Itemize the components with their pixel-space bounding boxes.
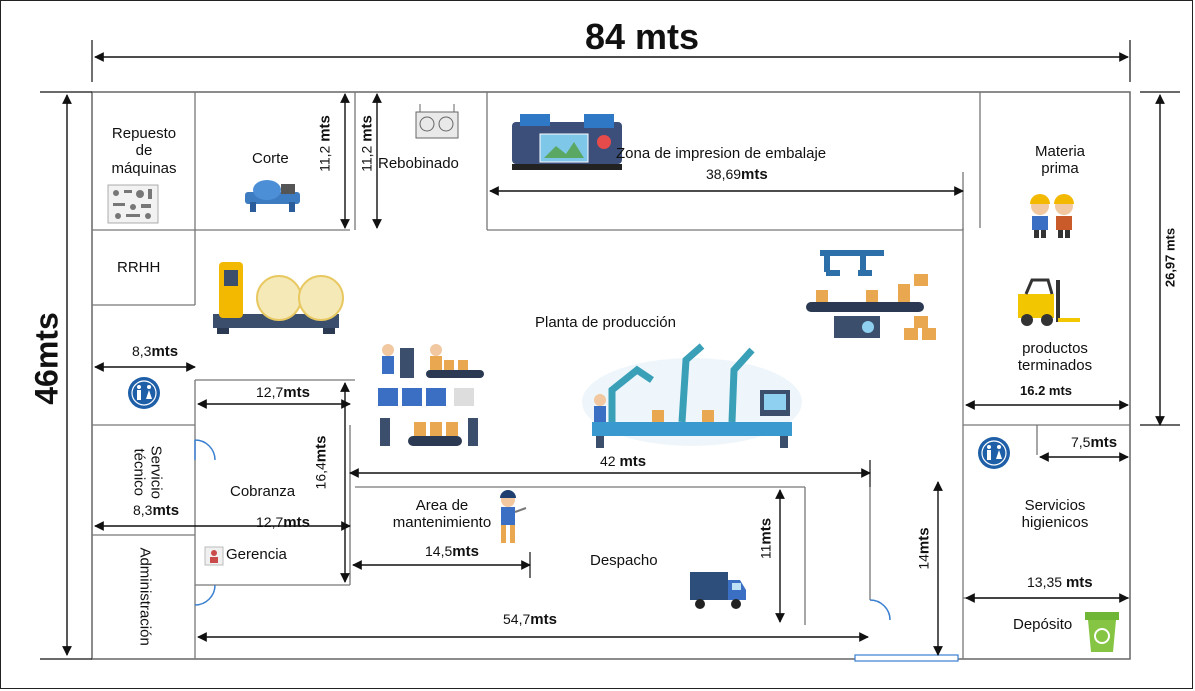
extension-ticks	[40, 40, 1180, 660]
dim-value: 8,3	[132, 343, 152, 359]
dim-banos-w: 12,7mts	[256, 384, 310, 401]
overall-height-label: 46mts	[28, 312, 65, 405]
room-productos: productos terminados	[1017, 340, 1093, 375]
spare-parts-icon	[107, 184, 159, 224]
dimension-arrows	[62, 52, 1165, 656]
dim-unit: mts	[530, 611, 557, 628]
dim-unit: mts	[312, 435, 330, 463]
dim-planta-w: 42 mts	[600, 453, 646, 470]
room-rebobinado: Rebobinado	[378, 155, 459, 172]
wc-icon	[978, 437, 1010, 469]
room-administracion: Administración	[136, 547, 154, 646]
dim-value: 38,69	[706, 166, 742, 182]
dim-unit: mts	[152, 502, 180, 519]
dim-mant-w: 14,5mts	[425, 543, 479, 560]
recycle-bin-icon	[1085, 612, 1119, 652]
dim-value: 14	[915, 554, 932, 570]
dim-corte-h: 11,2 mts	[317, 113, 334, 175]
room-servicios-higienicos: Servicios higienicos	[1021, 497, 1089, 532]
dim-unit: mts	[316, 115, 334, 142]
dim-rrhh-w: 8,3mts	[132, 343, 178, 360]
conveyor-icon	[806, 250, 936, 340]
room-impresion: Zona de impresion de embalaje	[616, 145, 827, 162]
dim-unit: mts	[757, 517, 775, 545]
dim-value: 14,5	[425, 543, 453, 559]
dim-value: 13,35	[1027, 574, 1063, 590]
dim-higienicos-w: 7,5mts	[1071, 434, 1117, 451]
right-height-label: 26,97 mts	[1162, 227, 1178, 288]
building-outline	[91, 91, 1131, 660]
room-cobranza: Cobranza	[230, 483, 296, 500]
door-arcs	[194, 439, 891, 621]
dim-right-h: 14mts	[916, 518, 933, 580]
room-servicio-tecnico: Servicio técnico	[130, 445, 165, 499]
dim-unit: mts	[741, 166, 768, 183]
dim-cobranza-w: 12,7mts	[256, 514, 310, 531]
dim-value: 11,2	[358, 145, 375, 172]
machine-icon	[213, 262, 344, 334]
truck-icon	[690, 572, 746, 609]
dim-despacho-h: 11mts	[758, 508, 775, 570]
cutting-machine-icon	[245, 180, 300, 212]
dim-unit: mts	[619, 453, 647, 470]
room-corte: Corte	[252, 150, 289, 167]
manager-icon	[204, 546, 224, 566]
room-materia-prima: Materia prima	[1034, 143, 1086, 178]
dim-unit: mts	[283, 384, 310, 401]
room-mantenimiento: Area de mantenimiento	[392, 497, 492, 532]
workers-icon	[1030, 194, 1074, 238]
dim-bottom-w: 54,7mts	[503, 611, 557, 628]
process-icon	[378, 344, 484, 446]
dim-productos-w: 16.2 mts	[1020, 383, 1073, 398]
dim-impresion-w: 38,69mts	[706, 166, 768, 183]
dim-value: 42	[600, 453, 616, 469]
dim-value: 54,7	[503, 611, 531, 627]
room-deposito: Depósito	[1013, 616, 1073, 633]
dim-rebobinado-h: 11,2 mts	[359, 113, 376, 175]
dim-cobranza-h: 16,4mts	[313, 432, 330, 494]
room-gerencia: Gerencia	[226, 546, 287, 563]
walls	[92, 92, 1130, 659]
rewinding-machine-icon	[415, 104, 459, 139]
room-rrhh: RRHH	[117, 259, 161, 276]
dim-unit: mts	[1065, 574, 1093, 591]
dim-unit: mts	[151, 343, 179, 360]
dim-servicio-w: 8,3mts	[133, 502, 179, 519]
dim-value: 11,2	[316, 145, 333, 172]
dim-deposito-w: 13,35 mts	[1027, 574, 1093, 591]
dim-value: 12,7	[256, 514, 284, 530]
dim-unit: mts	[358, 115, 376, 142]
printer-icon	[512, 114, 622, 170]
dim-value: 7,5	[1071, 434, 1091, 450]
room-repuesto: Repuesto de máquinas	[111, 125, 177, 177]
dim-value: 12,7	[256, 384, 284, 400]
dim-unit: mts	[283, 514, 310, 531]
dim-value: 16,4	[312, 462, 329, 490]
forklift-icon	[1018, 278, 1080, 326]
exit-door	[854, 654, 959, 662]
dim-value: 11	[757, 544, 774, 560]
room-planta: Planta de producción	[535, 314, 676, 331]
dim-unit: mts	[915, 527, 933, 555]
room-despacho: Despacho	[590, 552, 658, 569]
overall-width-label: 84 mts	[585, 16, 700, 57]
dim-unit: mts	[1090, 434, 1118, 451]
wc-icon	[128, 377, 160, 409]
mechanic-icon	[500, 490, 527, 543]
dim-unit: mts	[452, 543, 479, 560]
robot-arm-icon	[582, 343, 802, 448]
dim-value: 8,3	[133, 502, 153, 518]
